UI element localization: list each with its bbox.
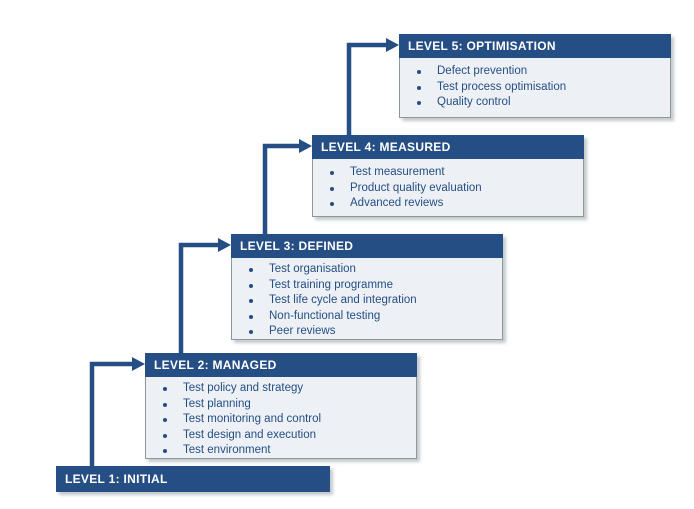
level-4-header: LEVEL 4: MEASURED: [312, 135, 584, 159]
arrow-level4-to-level5: [346, 38, 399, 135]
bullet-item: Test monitoring and control: [146, 412, 416, 428]
bullet-item: Defect prevention: [400, 64, 670, 80]
level-5-header: LEVEL 5: OPTIMISATION: [399, 34, 671, 58]
bullet-item: Test policy and strategy: [146, 381, 416, 397]
bullet-item: Test process optimisation: [400, 80, 670, 96]
bullet-item: Test design and execution: [146, 428, 416, 444]
arrow-level1-to-level2: [89, 357, 145, 466]
arrow-level3-to-level4: [262, 139, 312, 234]
level-2-header: LEVEL 2: MANAGED: [145, 353, 417, 377]
bullet-item: Test measurement: [313, 165, 583, 181]
arrow-level2-to-level3: [178, 238, 231, 353]
bullet-item: Test planning: [146, 397, 416, 413]
level-1-box: LEVEL 1: INITIAL: [56, 466, 330, 492]
bullet-item: Peer reviews: [232, 324, 502, 339]
bullet-item: Advanced reviews: [313, 196, 583, 212]
bullet-item: Test environment: [146, 443, 416, 458]
bullet-item: Test training programme: [232, 278, 502, 294]
bullet-item: Test organisation: [232, 262, 502, 278]
bullet-item: Quality control: [400, 95, 670, 111]
bullet-item: Product quality evaluation: [313, 181, 583, 197]
level-1-header: LEVEL 1: INITIAL: [56, 466, 330, 492]
level-3-header: LEVEL 3: DEFINED: [231, 234, 503, 258]
level-2-box: LEVEL 2: MANAGED Test policy and strateg…: [145, 353, 417, 459]
bullet-item: Non-functional testing: [232, 309, 502, 325]
bullet-item: Test life cycle and integration: [232, 293, 502, 309]
